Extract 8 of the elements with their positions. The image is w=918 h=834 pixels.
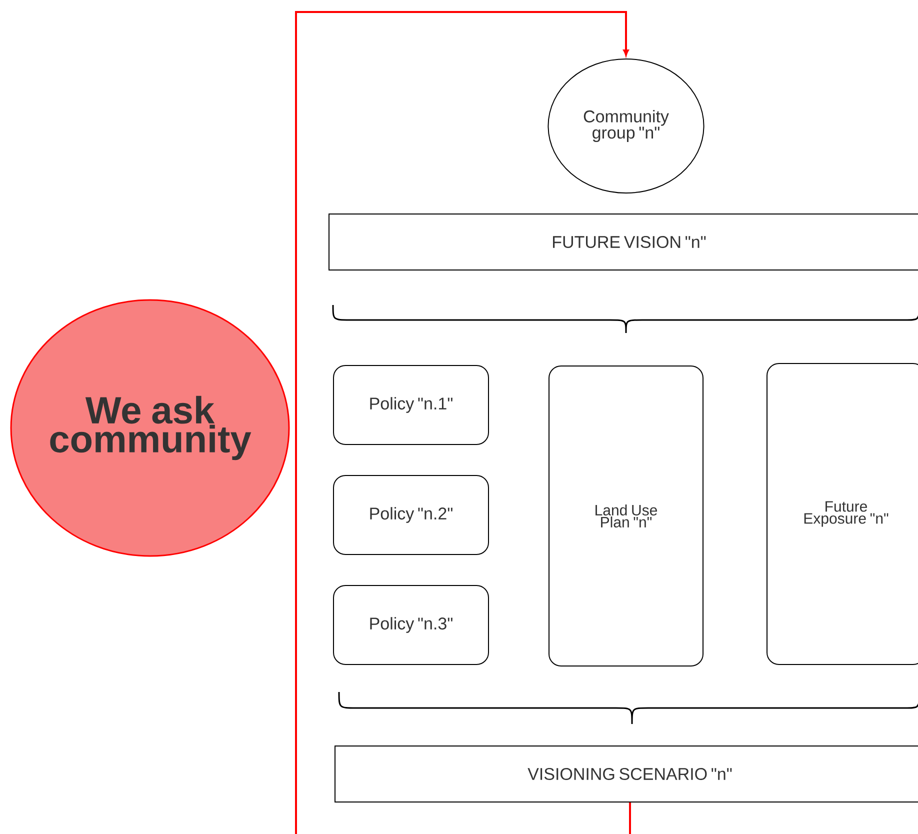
exposure-box: Future Exposure "n" [766,363,918,665]
policy-box: Policy "n.3" [333,585,489,665]
policy-box: Policy "n.1" [333,365,489,445]
vision-bar: FUTURE VISION "n" [328,214,918,270]
scenario-bar: VISIONING SCENARIO "n" [334,746,918,802]
plan-box: Land Use Plan "n" [548,366,704,666]
loop-arrow [295,11,631,834]
policy-box: Policy "n.2" [333,475,489,555]
